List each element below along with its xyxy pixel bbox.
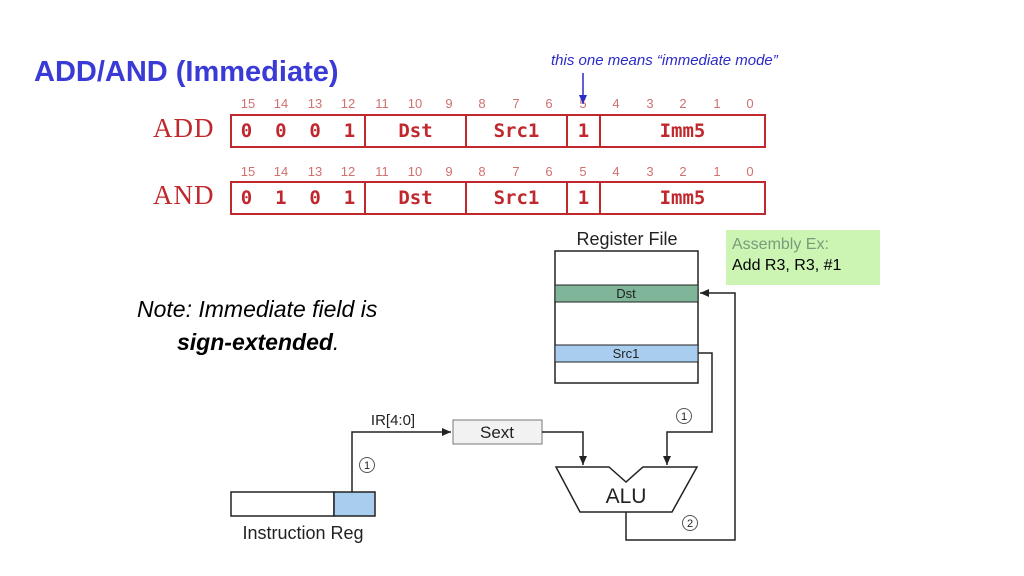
bit-number: 7 bbox=[512, 164, 520, 179]
bit-number: 11 bbox=[375, 96, 389, 111]
dst-register bbox=[554, 284, 699, 303]
bit-number: 11 bbox=[375, 164, 389, 179]
bit-number: 10 bbox=[407, 164, 423, 179]
assembly-code: Add R3, R3, #1 bbox=[732, 257, 842, 274]
bit-number: 7 bbox=[512, 96, 520, 111]
instruction-register bbox=[230, 491, 335, 517]
bit-number: 14 bbox=[273, 164, 289, 179]
mode-bit-field: 1 bbox=[568, 116, 601, 146]
assembly-heading: Assembly Ex: bbox=[732, 236, 829, 253]
bit-number: 3 bbox=[646, 96, 654, 111]
mode-bit-field: 1 bbox=[568, 183, 601, 213]
sext-to-alu-wire bbox=[542, 431, 587, 465]
bit-number: 4 bbox=[612, 96, 620, 111]
bit-number: 5 bbox=[579, 164, 587, 179]
sext-unit bbox=[452, 419, 543, 445]
src1-to-alu-wire bbox=[663, 352, 713, 465]
bit-number: 9 bbox=[445, 164, 453, 179]
bit-number: 1 bbox=[713, 164, 721, 179]
page-title: ADD/AND (Immediate) bbox=[34, 56, 339, 88]
bit-number: 13 bbox=[307, 164, 323, 179]
note-prefix: Note: Immediate field is bbox=[137, 296, 378, 322]
bit-number: 8 bbox=[478, 96, 486, 111]
dst-field: Dst bbox=[366, 183, 467, 213]
imm5-field: Imm5 bbox=[659, 120, 706, 142]
bit-number: 3 bbox=[646, 164, 654, 179]
bit-number: 15 bbox=[240, 164, 256, 179]
src1-field: Src1 bbox=[467, 116, 568, 146]
bit-number: 14 bbox=[273, 96, 289, 111]
alu bbox=[554, 466, 699, 513]
src1-field: Src1 bbox=[467, 183, 568, 213]
bit-number: 9 bbox=[445, 96, 453, 111]
bit-numbers-add: 15 14 13 12 11 10 9 8 7 6 5 4 3 2 1 0 bbox=[229, 96, 768, 112]
src1-register-label: Src1 bbox=[613, 346, 640, 361]
bit-number: 2 bbox=[679, 96, 687, 111]
bit-number: 0 bbox=[746, 96, 754, 111]
note-emphasis: sign-extended bbox=[177, 329, 333, 355]
and-encoding: 0 1 0 1 Dst Src1 1 Imm5 bbox=[230, 181, 766, 215]
add-encoding: 0 0 0 1 Dst Src1 1 Imm5 bbox=[230, 114, 766, 148]
bit-numbers-and: 15 14 13 12 11 10 9 8 7 6 5 4 3 2 1 0 bbox=[229, 164, 768, 180]
step-number: 2 bbox=[687, 518, 693, 530]
bit-number: 12 bbox=[340, 164, 356, 179]
step-marker-2 bbox=[682, 515, 698, 531]
alu-label: ALU bbox=[606, 485, 647, 508]
bit-number: 4 bbox=[612, 164, 620, 179]
dst-field: Dst bbox=[366, 116, 467, 146]
step-number: 1 bbox=[681, 411, 687, 423]
bit-number: 6 bbox=[545, 96, 553, 111]
register-file-label: Register File bbox=[576, 229, 677, 249]
sign-extension-note: Note: Immediate field is sign-extended. bbox=[137, 293, 427, 359]
imm5-field: Imm5 bbox=[659, 187, 706, 209]
note-suffix: . bbox=[332, 329, 340, 355]
bit-number: 15 bbox=[240, 96, 256, 111]
bit-number: 10 bbox=[407, 96, 423, 111]
alu-to-dst-wire bbox=[625, 289, 736, 541]
bit-number: 8 bbox=[478, 164, 486, 179]
opcode-field: 0 1 0 1 bbox=[232, 183, 366, 213]
bit-number: 1 bbox=[713, 96, 721, 111]
immediate-mode-annotation: this one means “immediate mode” bbox=[551, 52, 778, 69]
bit-number: 0 bbox=[746, 164, 754, 179]
ir-to-sext-wire bbox=[351, 428, 451, 492]
opcode-name-add: ADD bbox=[153, 113, 215, 143]
bit-number: 2 bbox=[679, 164, 687, 179]
step-number: 1 bbox=[364, 460, 370, 472]
ir-field-label: IR[4:0] bbox=[371, 412, 415, 429]
register-file bbox=[554, 250, 699, 384]
opcode-name-and: AND bbox=[153, 180, 215, 210]
bit-number: 6 bbox=[545, 164, 553, 179]
step-marker-1-ir bbox=[359, 457, 375, 473]
bit-number: 12 bbox=[340, 96, 356, 111]
immediate-bits bbox=[333, 491, 376, 517]
bit-number: 13 bbox=[307, 96, 323, 111]
opcode-field: 0 0 0 1 bbox=[232, 116, 366, 146]
sext-label: Sext bbox=[480, 423, 514, 442]
step-marker-1-src bbox=[676, 408, 692, 424]
assembly-example: Assembly Ex: Add R3, R3, #1 bbox=[726, 230, 880, 285]
dst-register-label: Dst bbox=[616, 286, 636, 301]
instruction-reg-label: Instruction Reg bbox=[242, 523, 363, 543]
